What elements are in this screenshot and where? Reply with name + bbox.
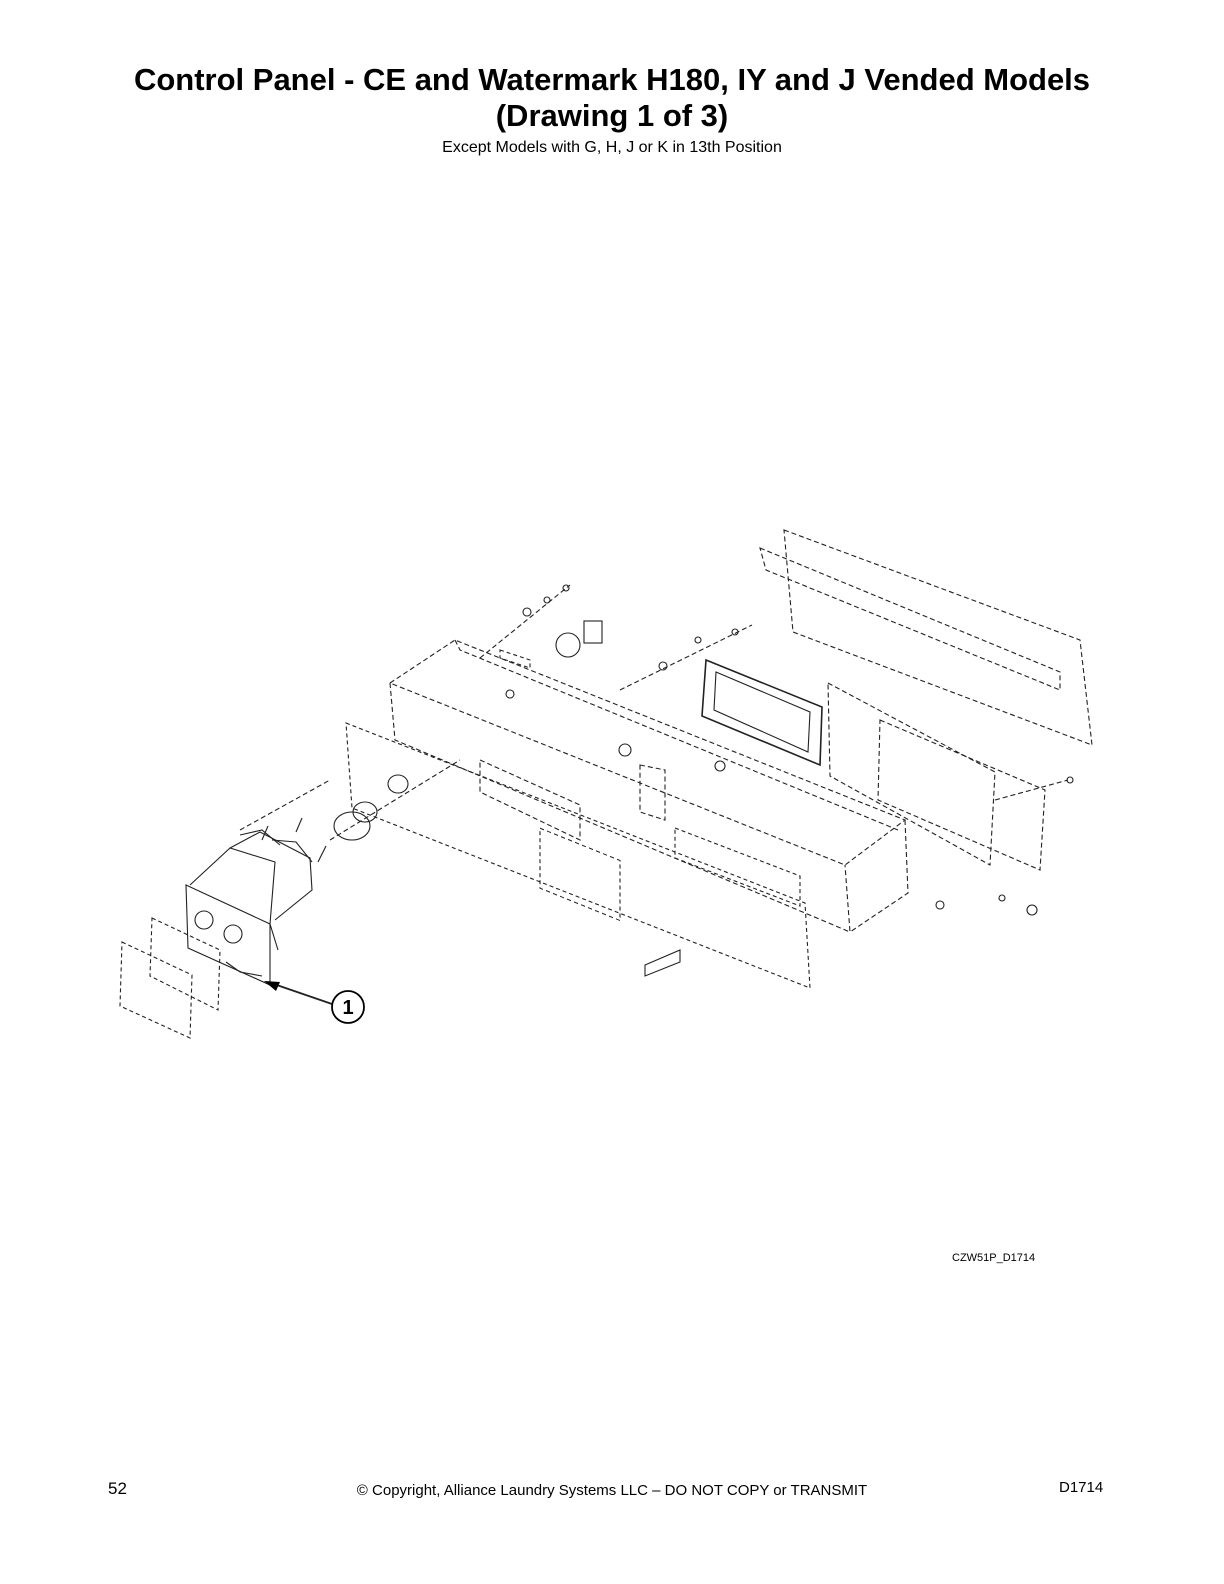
page-subtitle: Except Models with G, H, J or K in 13th …: [442, 139, 782, 156]
title-line-2: (Drawing 1 of 3): [495, 98, 729, 133]
page-number: 52: [108, 1479, 127, 1498]
callout-1-leader: [264, 981, 333, 1005]
coin-mechanism: [185, 779, 331, 986]
callout-1-circle: [331, 990, 365, 1024]
selector-knob: [329, 759, 461, 841]
page-title: Control Panel - CE and Watermark H180, I…: [0, 62, 1224, 134]
control-housing: [388, 639, 909, 933]
coin-covers: [119, 917, 221, 1039]
hardware-fasteners: [479, 584, 1074, 977]
drawing-code: CZW51P_D1714: [952, 1252, 1036, 1264]
display-window: [701, 658, 823, 767]
title-line-1: Control Panel - CE and Watermark H180, I…: [133, 62, 1091, 97]
rear-panel: [759, 529, 1093, 746]
document-code: D1714: [1059, 1479, 1104, 1496]
copyright-notice: © Copyright, Alliance Laundry Systems LL…: [356, 1482, 868, 1499]
front-overlay: [345, 722, 811, 989]
callout-1-label: 1: [342, 997, 353, 1019]
side-bracket: [827, 682, 1046, 871]
